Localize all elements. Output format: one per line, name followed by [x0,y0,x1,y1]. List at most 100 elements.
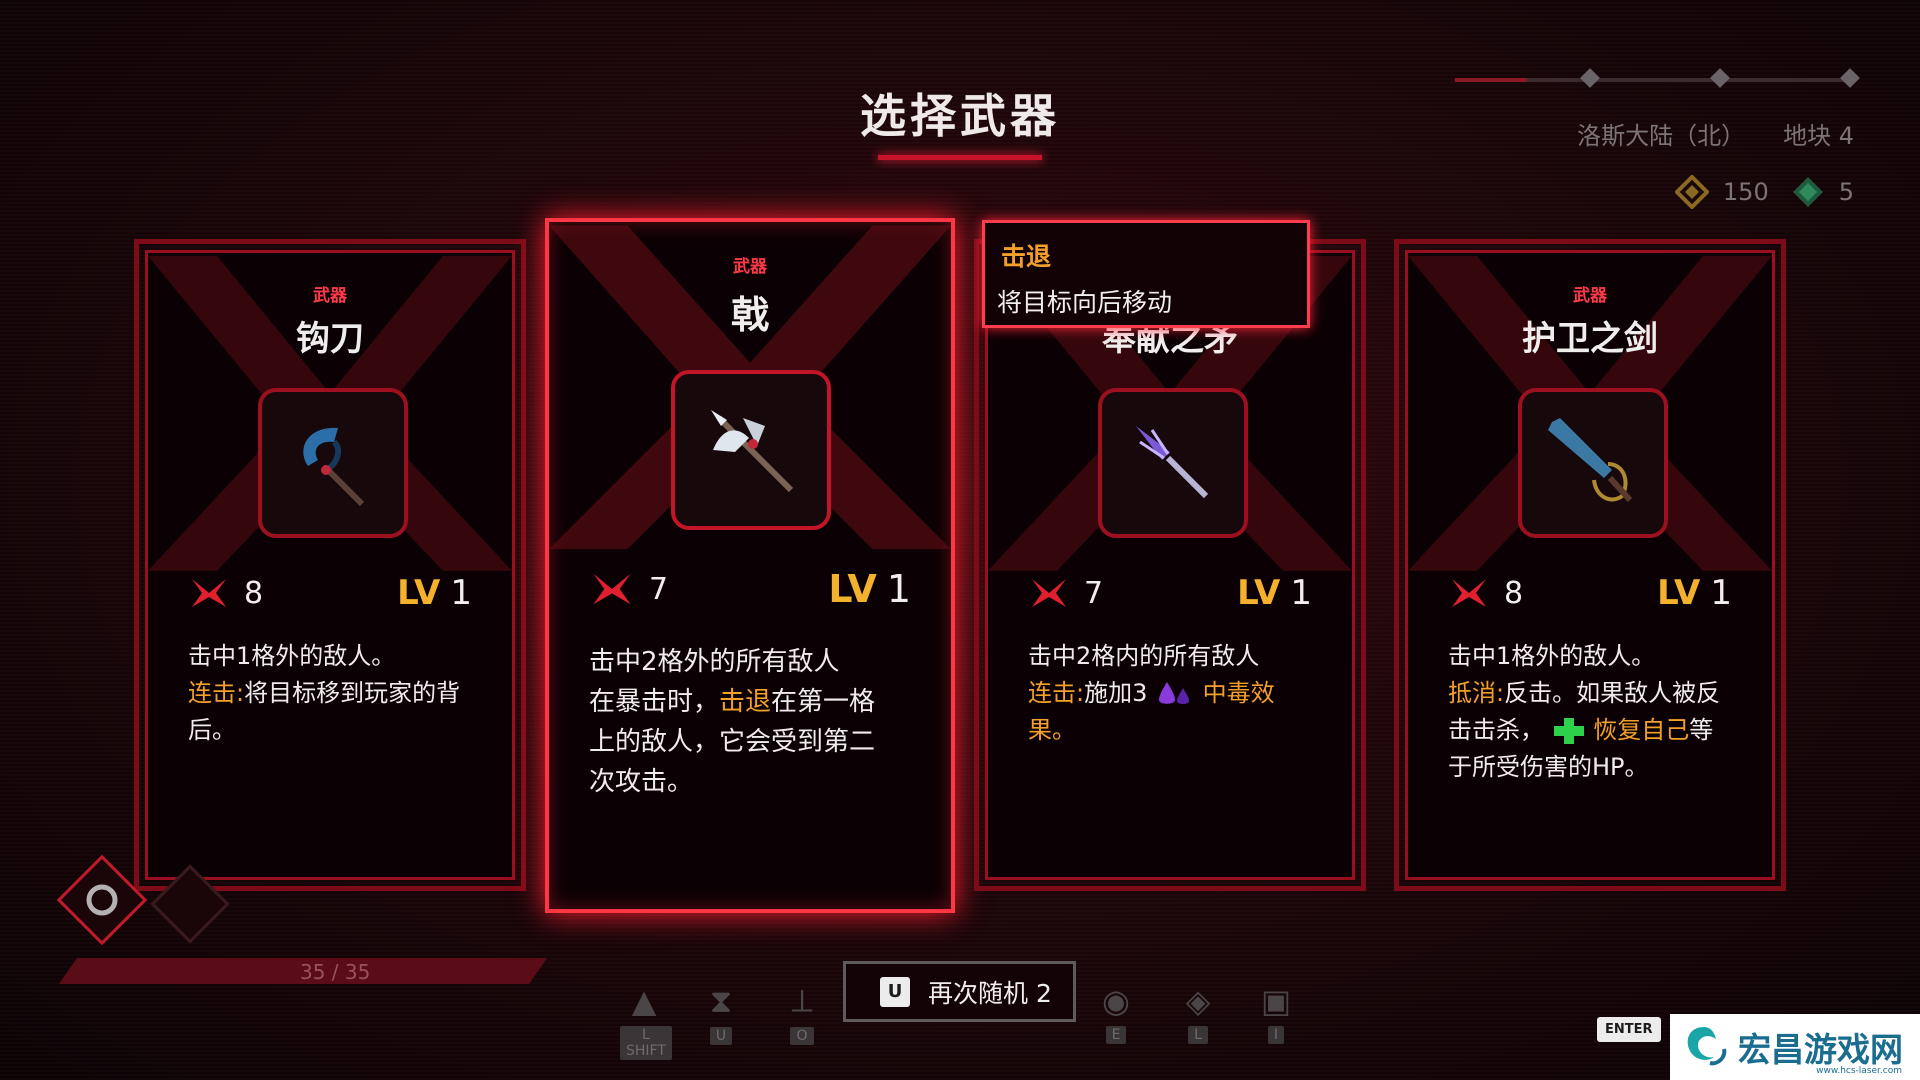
damage-value: 8 [244,575,264,611]
level-value: 1 [1710,573,1732,613]
level-value: 1 [450,573,472,613]
weapon-card-offering-spear[interactable]: 武器 奉献之矛 7 LV1 击中2格内的所有敌人 连击:施加3 中毒效 果。 [974,239,1366,891]
card-description: 击中2格内的所有敌人 连击:施加3 中毒效 果。 [1028,638,1316,749]
chest-icon: ▣ [1260,982,1292,1020]
keyword-poison[interactable]: 中毒效 [1202,679,1275,707]
damage-value: 7 [649,571,669,607]
damage-icon [593,573,631,605]
toolbar-dash[interactable]: ▲ L SHIFT [620,982,672,1060]
desc-line: 击中1格外的敌人。 [188,642,396,670]
card-name: 护卫之剑 [1522,319,1658,359]
toolbar-key: E [1105,1026,1127,1044]
tooltip-text: 将目标向后移动 [997,288,1173,317]
desc-line: 次攻击。 [589,767,694,797]
plot-name: 地块 4 [1783,122,1854,150]
poison-drop-icon [1159,682,1190,704]
reroll-key: U [880,976,910,1007]
toolbar-sword-stand[interactable]: ⟂ O [778,982,826,1045]
halberd-icon [711,410,794,493]
sword-stand-icon: ⟂ [791,982,813,1020]
hp-value: 35 / 35 [300,960,371,984]
damage-stat: 8 [1448,575,1523,611]
card-description: 击中1格外的敌人。 抵消:反击。如果敌人被反 击击杀， 恢复自己等 于所受伤害的… [1448,638,1736,786]
desc-line: 抵消:反击。如果敌人被反 [1448,675,1736,712]
damage-value: 7 [1084,575,1104,611]
desc-text: 将目标移到玩家的背 [244,679,461,707]
desc-line: 于所受伤害的HP。 [1448,753,1649,781]
gold-counter: 150 [1674,175,1769,209]
desc-line: 连击:将目标移到玩家的背 [188,675,476,712]
toolbar-map[interactable]: ◈ L [1174,982,1222,1044]
desc-line: 击中2格内的所有敌人 [1028,642,1260,670]
equipped-weapon-slot[interactable] [56,854,148,946]
enter-key[interactable]: ENTER [1597,1017,1661,1042]
hook-blade-icon [303,427,365,507]
desc-text: 反击。如果敌人被反 [1504,679,1721,707]
route-progress-fill [1455,78,1527,82]
damage-stat: 7 [1028,575,1103,611]
card-name: 钩刀 [296,319,364,359]
region-name: 洛斯大陆（北） [1577,122,1746,150]
spear-icon [1136,426,1209,499]
keyword-tooltip: 击退 将目标向后移动 [982,220,1310,328]
desc-text: 击击杀， [1448,716,1544,744]
level-value: 1 [1290,573,1312,613]
card-tag: 武器 [733,257,767,277]
toolbar-key: I [1267,1026,1285,1044]
keyword-combo[interactable]: 连击: [1028,679,1085,707]
watermark-logo [1687,1027,1727,1066]
desc-text: 在第一格 [771,687,876,717]
damage-icon [192,579,226,607]
keyword-knockback[interactable]: 击退 [719,687,772,717]
card-tag: 武器 [1573,286,1607,306]
toolbar-key: O [790,1027,814,1045]
desc-text: 在暴击时， [589,687,720,717]
card-name: 戟 [730,293,769,337]
keyword-heal-self[interactable]: 恢复自己 [1593,716,1690,744]
desc-line: 连击:施加3 中毒效 [1028,675,1316,712]
location-info: 洛斯大陆（北） 地块 4 [1539,116,1854,151]
level-value: 1 [886,567,911,611]
desc-text: 施加3 [1084,679,1148,707]
keyword-combo[interactable]: 连击: [188,679,245,707]
desc-line: 击中2格外的所有敌人 [589,647,840,677]
damage-stat: 8 [188,575,263,611]
shard-counter: 5 [1791,175,1854,209]
desc-line: 击击杀， 恢复自己等 [1448,712,1736,749]
toolbar-chest[interactable]: ▣ I [1252,982,1300,1044]
guard-sword-icon [1548,418,1633,503]
desc-text: 等 [1689,716,1714,744]
toolbar-hourglass[interactable]: ⧗ U [697,982,745,1045]
site-watermark: 宏昌游戏网 www.hcs-laser.com [1670,1014,1920,1080]
green-shard-icon [1792,177,1823,207]
level-label: LV [1237,573,1281,613]
shard-value: 5 [1838,178,1854,206]
toolbar-key: L [1188,1026,1208,1044]
level-label: LV [397,573,441,613]
toolbar-eye[interactable]: ◉ E [1092,982,1140,1044]
watermark-name: 宏昌游戏网 [1738,1030,1903,1069]
tooltip-title: 击退 [1001,242,1052,271]
gold-value: 150 [1722,178,1769,206]
watermark-url: www.hcs-laser.com [1816,1066,1902,1076]
keyword-counter[interactable]: 抵消: [1448,679,1505,707]
map-icon: ◈ [1185,982,1211,1020]
desc-line: 在暴击时，击退在第一格 [589,682,915,722]
dash-icon: ▲ [631,982,657,1020]
card-description: 击中1格外的敌人。 连击:将目标移到玩家的背 后。 [188,638,476,749]
card-tag: 武器 [313,286,347,306]
desc-line: 果。 [1028,716,1076,744]
equipped-ring-icon [86,884,118,916]
weapon-icon-frame [671,370,831,530]
weapon-icon-frame [1098,388,1248,538]
desc-line: 后。 [188,716,236,744]
reroll-button[interactable]: U 再次随机 2 [843,961,1076,1022]
